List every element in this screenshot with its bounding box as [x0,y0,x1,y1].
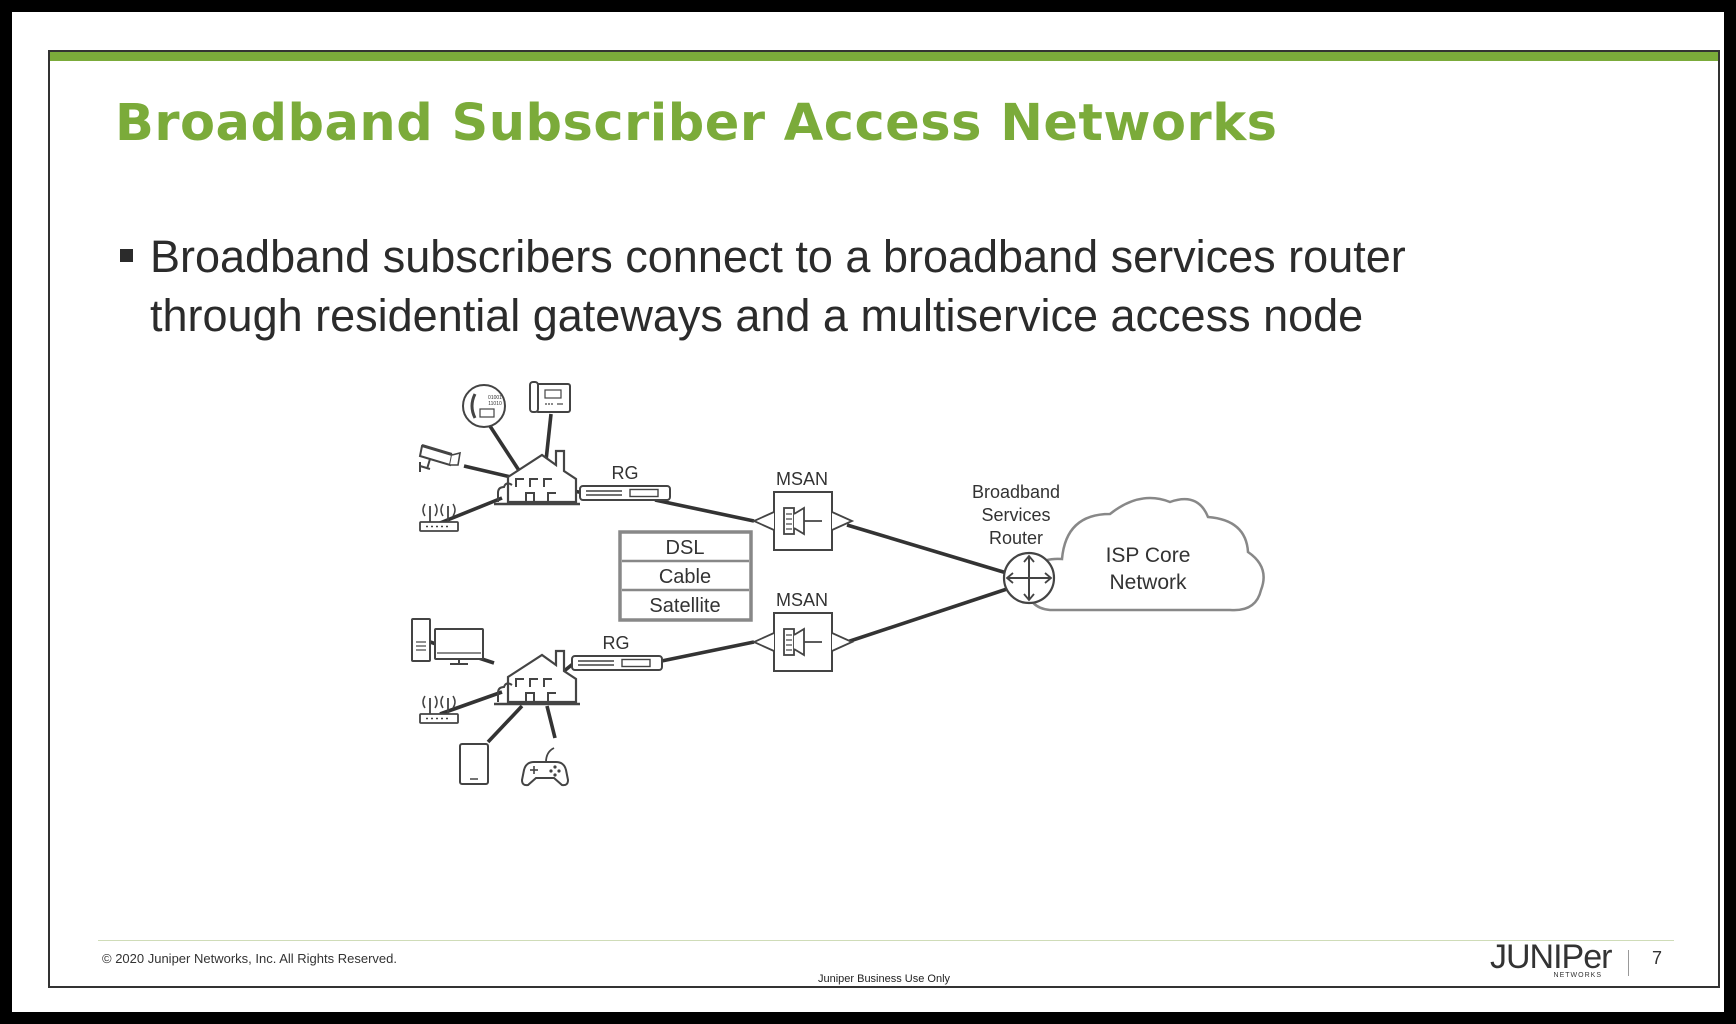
bullet-text: Broadband subscribers connect to a broad… [150,231,1406,341]
router-label-line-1: Broadband [972,482,1060,502]
msan-label-bottom: MSAN [776,590,828,610]
network-diagram: 01001 11010 RG [411,381,1265,787]
logo-subtext: NETWORKS [1553,972,1602,979]
page-number: 7 [1652,948,1663,968]
access-type-dsl: DSL [666,537,705,559]
cloud-icon: ISP Core Network [1026,496,1265,612]
slide-title: Broadband Subscriber Access Networks [115,94,1278,153]
rg-label-bottom: RG [603,633,630,653]
gamepad-icon [520,747,570,787]
phone-display-line-2: 11010 [488,401,502,407]
logo-wordmark: JUNIPer [1490,938,1612,976]
access-type-box: DSL Cable Satellite [618,530,753,622]
router-label-line-3: Router [989,528,1043,548]
camera-icon [418,444,461,472]
copyright-text: © 2020 Juniper Networks, Inc. All Rights… [102,951,397,966]
screen-frame: Broadband Subscriber Access Networks Bro… [12,12,1724,1012]
top-accent-bar [50,52,1718,61]
router-label-line-2: Services [981,505,1050,525]
logo-divider [1628,950,1629,976]
msan-label-top: MSAN [776,469,828,489]
cloud-label-line-2: Network [1109,571,1187,594]
tablet-icon [459,743,489,785]
router-icon [1002,551,1056,605]
rg-device-icon [571,655,663,671]
rg-label-top: RG [612,463,639,483]
juniper-logo: JUNIPer NETWORKS [1490,938,1612,979]
cloud-label-line-1: ISP Core [1106,544,1191,567]
phone-icon: 01001 11010 [462,384,506,428]
desk-phone-icon [529,381,571,413]
access-type-cable: Cable [659,566,711,588]
msan-icon [753,491,853,551]
slide: Broadband Subscriber Access Networks Bro… [48,50,1720,988]
msan-icon [753,612,853,672]
access-type-satellite: Satellite [649,595,720,617]
rg-device-icon [579,485,671,501]
house-icon [492,649,582,706]
desktop-computer-icon [411,618,484,665]
phone-display-line-1: 01001 [488,395,502,401]
footer-divider [98,940,1674,941]
bullet-marker [120,249,133,262]
classification-label: Juniper Business Use Only [817,973,951,985]
bullet-point: Broadband subscribers connect to a broad… [120,227,1560,345]
